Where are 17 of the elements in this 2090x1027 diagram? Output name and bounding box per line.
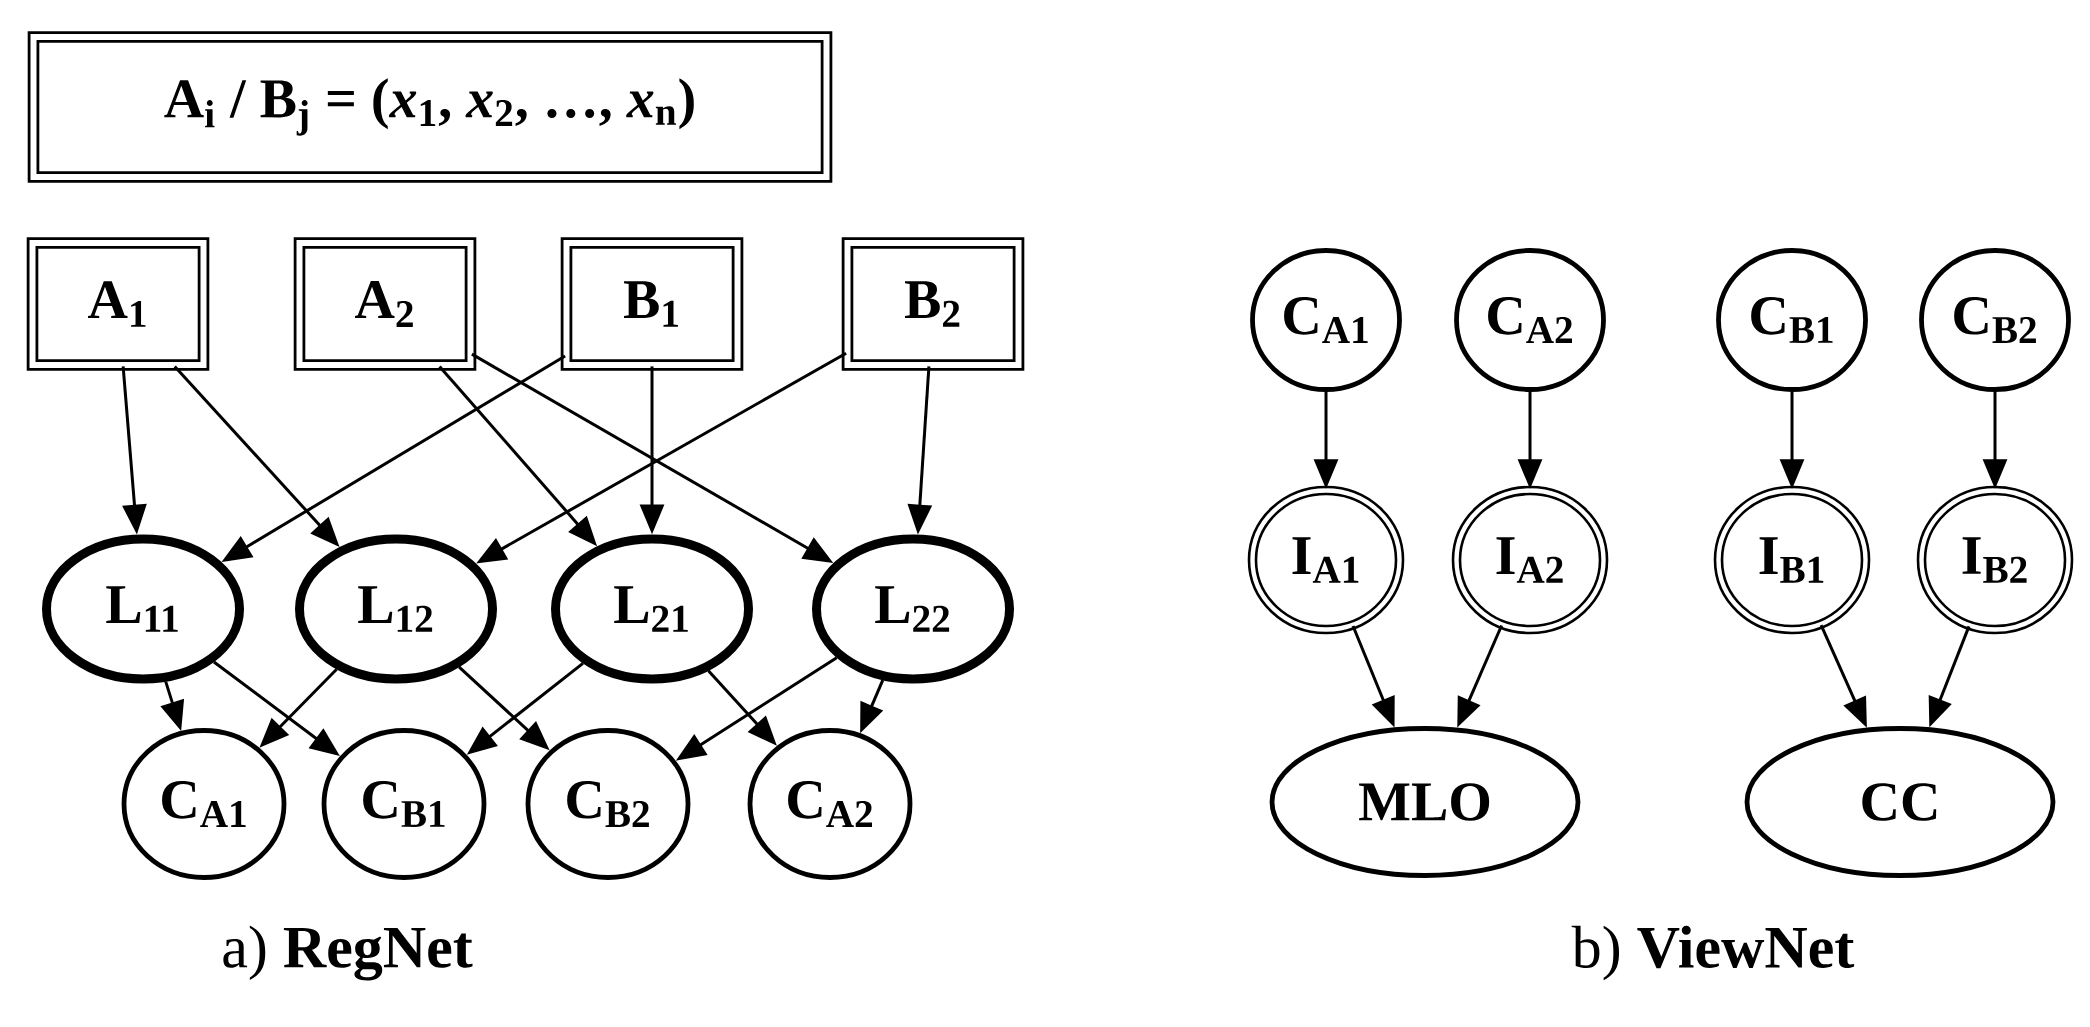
ellipse-node: C$_{B1}$ <box>321 728 487 880</box>
ellipse-node: C$_{B1}$ <box>1716 248 1868 392</box>
ellipse-node: C$_{B2}$ <box>1919 248 2071 392</box>
ellipse-node: C$_{A2}$ <box>747 728 913 880</box>
double-border-box: A$_{1}$ <box>26 237 210 371</box>
double-border-box: B$_{1}$ <box>560 237 744 371</box>
ellipse-node: C$_{A1}$ <box>1250 248 1402 392</box>
ellipse-node: C$_{B2}$ <box>525 728 691 880</box>
caption: b) ViewNet <box>1571 925 1855 981</box>
ellipse-node: CC <box>1744 726 2056 878</box>
double-border-box: B$_{2}$ <box>841 237 1025 371</box>
double-border-box: A$_{2}$ <box>293 237 477 371</box>
ellipse-node: C$_{A1}$ <box>121 728 287 880</box>
formula-box: A$_{i}$ / B$_{j}$ = (x$_{1}$, x$_{2}$, …, x$_{n}$) <box>27 31 833 183</box>
ellipse-node: C$_{A2}$ <box>1454 248 1606 392</box>
caption: a) RegNet <box>223 925 473 981</box>
ellipse-node: MLO <box>1269 726 1581 878</box>
